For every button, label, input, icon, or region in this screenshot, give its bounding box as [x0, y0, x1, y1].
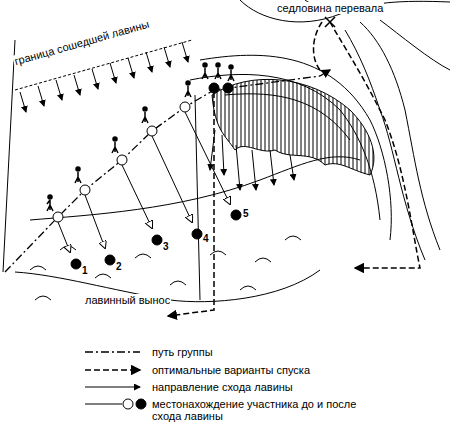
callout-number: 3	[163, 241, 169, 253]
callout-number: 2	[116, 261, 122, 273]
legend-text: направление схода лавины	[152, 381, 293, 393]
legend-text: оптимальные варианты спуска	[152, 364, 310, 376]
callout-number: 4	[203, 233, 209, 245]
callout-number: 5	[243, 208, 249, 220]
callout-number: 1	[82, 265, 88, 277]
boundary-label: граница сошедшей лавины	[12, 17, 151, 67]
legend-text: местонахождение участника до и после схо…	[152, 398, 382, 422]
area-label: лавинный вынос	[84, 294, 171, 306]
place-name: седловина перевала	[276, 2, 384, 14]
legend-text: путь группы	[152, 346, 213, 358]
